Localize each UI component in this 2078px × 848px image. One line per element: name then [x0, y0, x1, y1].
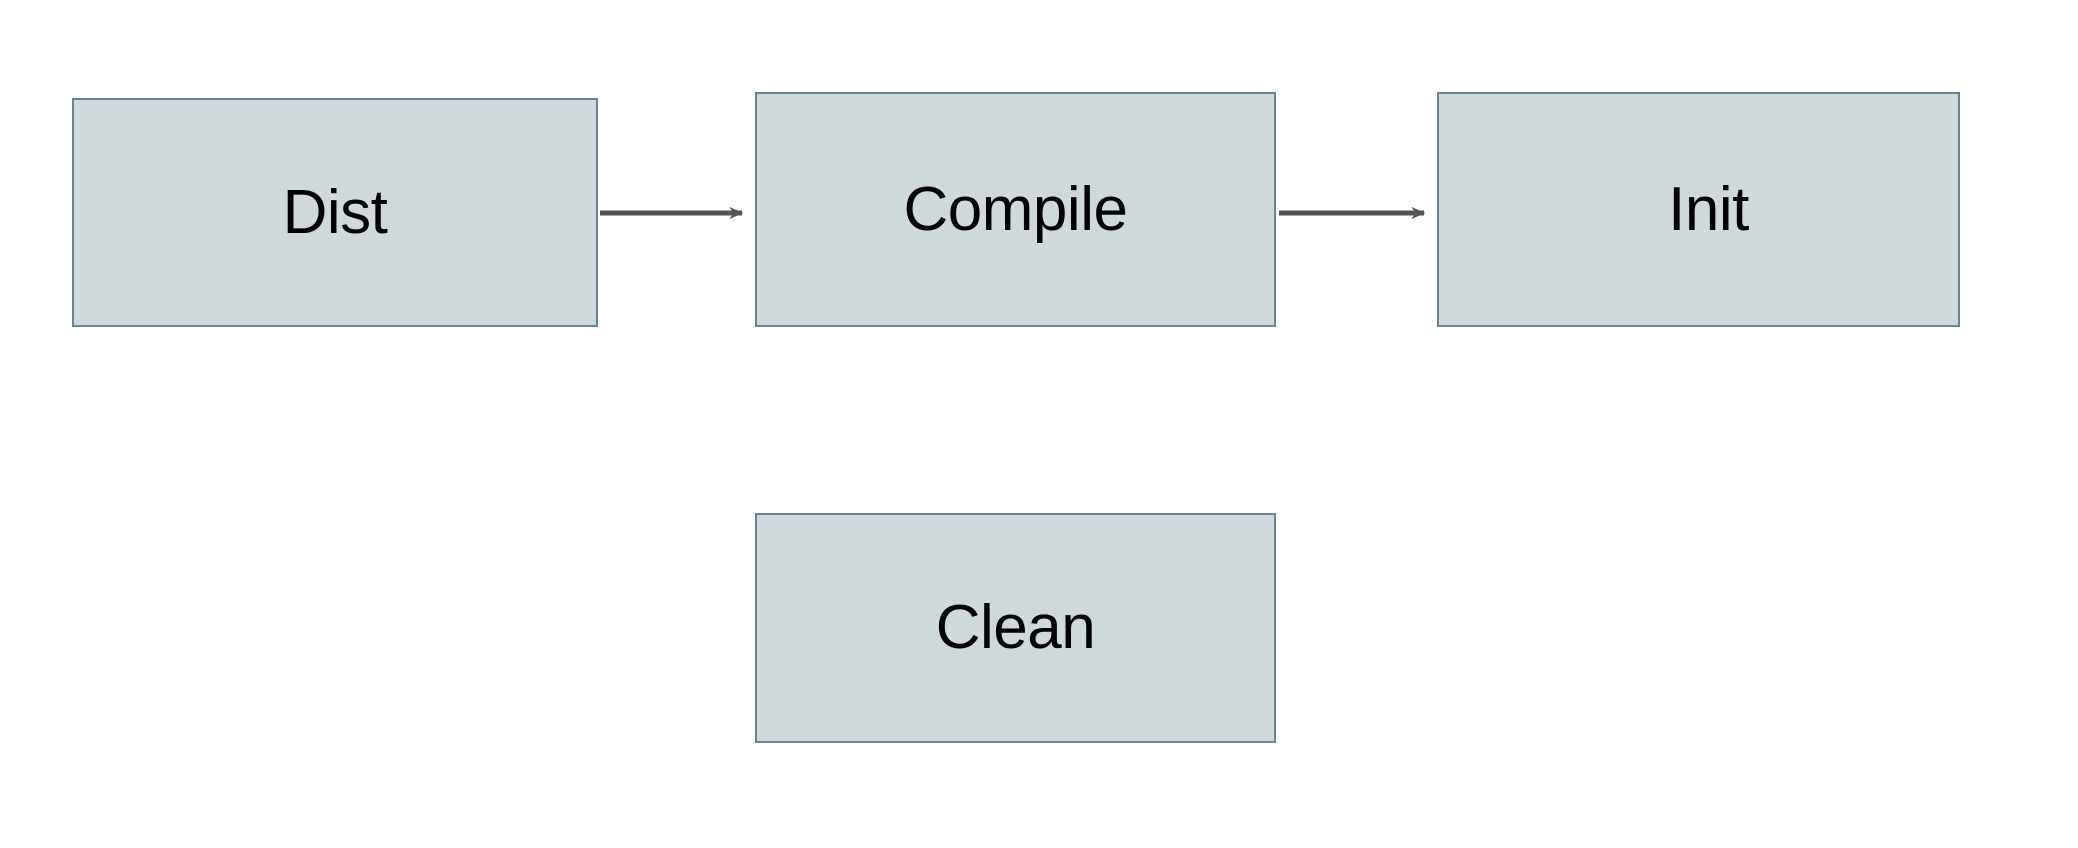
- node-compile-label: Compile: [903, 174, 1128, 244]
- node-init-label: Init: [1668, 174, 1749, 244]
- node-init[interactable]: Init: [1437, 92, 1960, 327]
- node-dist[interactable]: Dist: [72, 98, 598, 327]
- node-dist-label: Dist: [282, 177, 388, 247]
- node-clean[interactable]: Clean: [755, 513, 1276, 743]
- node-clean-label: Clean: [935, 593, 1096, 662]
- node-compile[interactable]: Compile: [755, 92, 1276, 327]
